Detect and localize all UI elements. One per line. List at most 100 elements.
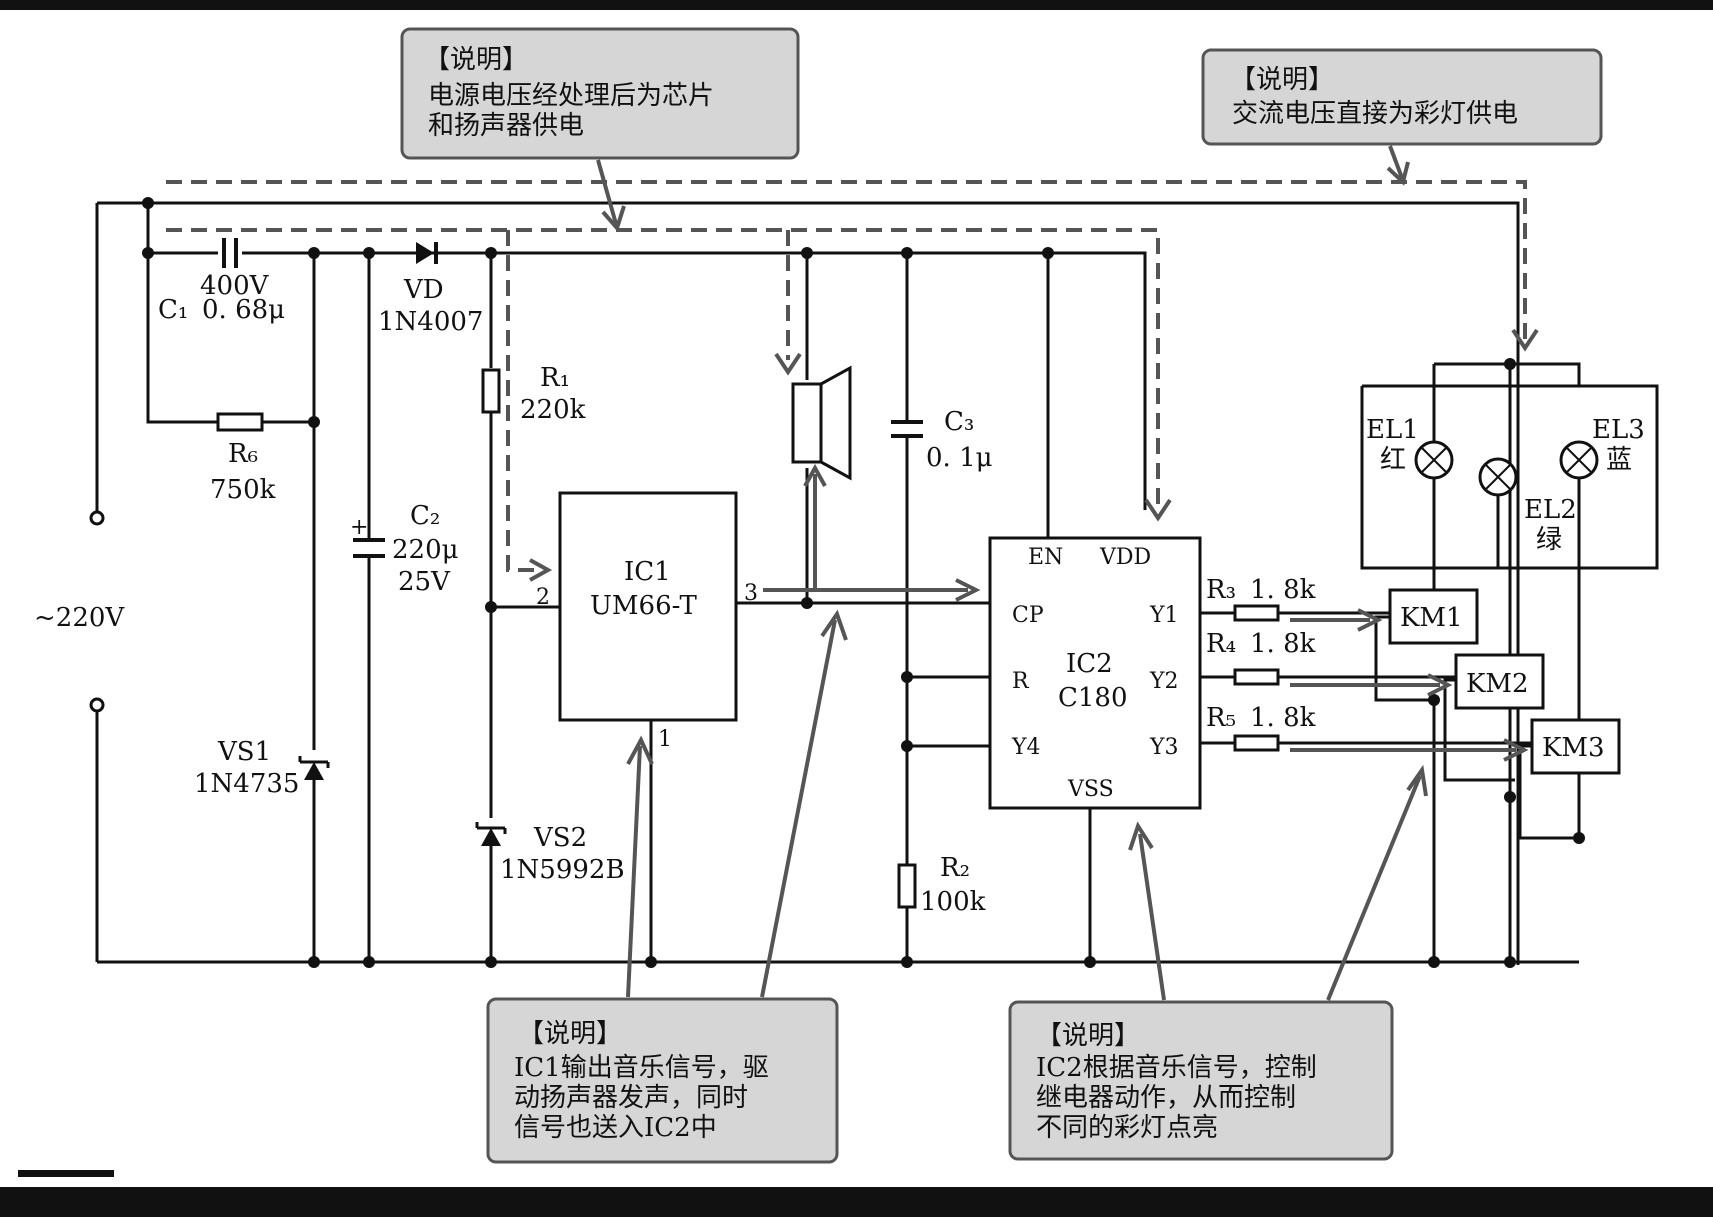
km1-label: KM1 [1400, 603, 1463, 633]
bottom-border [0, 1187, 1713, 1217]
zener-vs2 [475, 822, 507, 846]
el1-ref: EL1 [1366, 415, 1419, 445]
km3-label: KM3 [1542, 733, 1605, 763]
ic2-pin-y3: Y3 [1149, 735, 1179, 760]
lamp-el3 [1559, 440, 1599, 480]
resistor-r2 [897, 863, 917, 909]
ic2-part: C180 [1058, 683, 1128, 713]
ic2-pin-r: R [1012, 669, 1030, 694]
note-ic1-line-2: 动扬声器发声，同时 [514, 1083, 748, 1113]
zener-vs1 [298, 756, 330, 780]
ic1-ref: IC1 [624, 557, 671, 587]
ic2-pin-cp: CP [1012, 603, 1044, 628]
c1-ref: C₁ [158, 295, 188, 325]
c2-value: 220μ [392, 535, 459, 565]
note-ac: 【说明】 交流电压直接为彩灯供电 [1201, 48, 1603, 186]
note-ic1: 【说明】 IC1输出音乐信号，驱 动扬声器发声，同时 信号也送入IC2中 [486, 609, 848, 1164]
lamp-el1 [1414, 440, 1454, 480]
diode-vd [416, 242, 438, 264]
ic1-pin3: 3 [744, 581, 758, 606]
r4-value: 1. 8k [1250, 629, 1316, 659]
note-ic2: 【说明】 IC2根据音乐信号，控制 继电器动作，从而控制 不同的彩灯点亮 [1008, 764, 1428, 1161]
resistor-r5 [1233, 734, 1280, 752]
r1-value: 220k [520, 395, 586, 425]
relay-km3 [1530, 718, 1621, 775]
note-power: 【说明】 电源电压经处理后为芯片 和扬声器供电 [400, 27, 800, 232]
ic2-chip [988, 536, 1202, 810]
top-border [0, 0, 1713, 10]
ic1-pin1: 1 [658, 727, 672, 752]
note-ac-line-1: 交流电压直接为彩灯供电 [1232, 99, 1518, 129]
note-ic1-title: 【说明】 [518, 1019, 622, 1049]
vd-ref: VD [403, 275, 444, 305]
ac-terminal-top [89, 510, 105, 526]
resistor-r3 [1233, 604, 1280, 622]
el2-ref: EL2 [1524, 495, 1577, 525]
r2-ref: R₂ [940, 853, 970, 883]
ac-terminal-bottom [89, 697, 105, 713]
r3-ref: R₃ [1206, 575, 1236, 605]
c2-polarity: + [350, 515, 368, 540]
bottom-left-bar [18, 1170, 114, 1177]
ic2-ref: IC2 [1066, 649, 1113, 679]
relay-km2 [1454, 653, 1545, 710]
r1-ref: R₁ [540, 363, 570, 393]
note-ic1-line-1: IC1输出音乐信号，驱 [514, 1053, 769, 1083]
ic2-pin-en: EN [1028, 545, 1063, 570]
c1-rating: 400V [200, 271, 270, 301]
km2-label: KM2 [1466, 669, 1529, 699]
ic2-pin-y2: Y2 [1149, 669, 1179, 694]
flow-dashed [166, 180, 1539, 582]
ic2-pin-y1: Y1 [1149, 603, 1179, 628]
note-ac-title: 【说明】 [1230, 65, 1334, 95]
el3-ref: EL3 [1592, 415, 1645, 445]
resistor-r4 [1233, 668, 1280, 686]
r6-value: 750k [210, 475, 276, 505]
c3-ref: C₃ [944, 407, 974, 437]
ic2-pin-vss: VSS [1067, 777, 1114, 802]
note-ic2-line-2: 继电器动作，从而控制 [1036, 1083, 1296, 1113]
r3-value: 1. 8k [1250, 575, 1316, 605]
relay-km1 [1388, 588, 1479, 645]
wiring [95, 201, 1659, 965]
ic1-part: UM66-T [590, 591, 697, 621]
c1-value: 0. 68μ [202, 295, 285, 325]
c2-rating: 25V [398, 567, 451, 597]
source-label: ~220V [34, 603, 125, 633]
r4-ref: R₄ [1206, 629, 1236, 659]
vs1-ref: VS1 [217, 737, 271, 767]
ic2-pin-vdd: VDD [1099, 545, 1151, 570]
el1-color: 红 [1380, 445, 1406, 475]
speaker [791, 365, 852, 481]
lamp-el2 [1478, 457, 1518, 497]
r5-value: 1. 8k [1250, 703, 1316, 733]
junctions [142, 197, 1585, 968]
el2-color: 绿 [1536, 525, 1562, 555]
note-ic2-title: 【说明】 [1036, 1021, 1140, 1051]
capacitor-c1 [222, 238, 238, 268]
vd-part: 1N4007 [378, 307, 483, 337]
note-power-title: 【说明】 [424, 45, 528, 75]
note-power-line-2: 和扬声器供电 [428, 111, 584, 141]
ic1-pin2: 2 [536, 585, 550, 610]
capacitor-c3 [891, 420, 923, 438]
note-ic2-line-3: 不同的彩灯点亮 [1036, 1113, 1218, 1143]
note-power-line-1: 电源电压经处理后为芯片 [428, 81, 714, 111]
c3-value: 0. 1μ [926, 443, 993, 473]
ic2-pin-y4: Y4 [1011, 735, 1041, 760]
r5-ref: R₅ [1206, 703, 1236, 733]
vs1-part: 1N4735 [194, 769, 299, 799]
c2-ref: C₂ [410, 501, 440, 531]
r6-ref: R₆ [228, 439, 258, 469]
capacitor-c2 [353, 538, 385, 558]
resistor-r1 [481, 368, 501, 414]
signal-arrows [763, 463, 1529, 762]
note-ic1-line-3: 信号也送入IC2中 [514, 1113, 717, 1143]
r2-value: 100k [920, 887, 986, 917]
resistor-r6 [216, 412, 264, 432]
el3-color: 蓝 [1606, 445, 1632, 475]
ic1-chip [558, 491, 738, 722]
vs2-ref: VS2 [533, 823, 587, 853]
